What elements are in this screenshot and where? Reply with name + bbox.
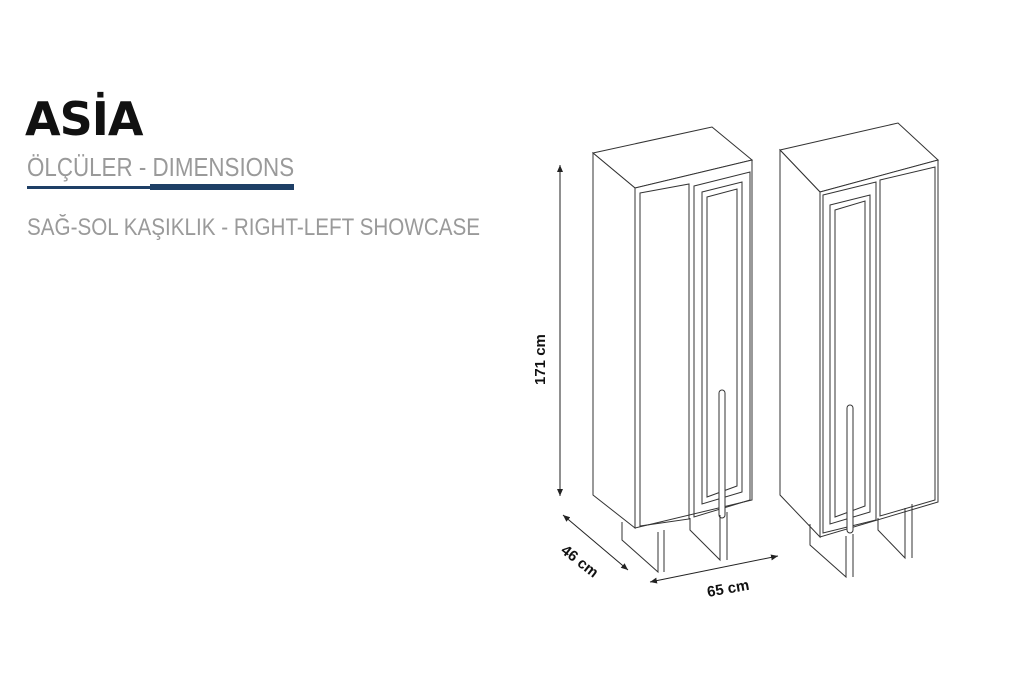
underline-thin [27,186,152,189]
right-cabinet [779,122,940,579]
dimensions-subtitle: ÖLÇÜLER - DIMENSIONS [27,152,295,182]
product-name: ASİA [25,92,143,146]
dimension-lines [557,165,779,584]
width-label: 65 cm [706,577,751,601]
underline-thick [150,184,294,190]
left-cabinet-handle [718,389,726,519]
left-cabinet [591,126,754,574]
depth-label: 46 cm [558,542,602,582]
width-dimension-line [649,554,779,584]
height-label: 171 cm [532,334,549,385]
depth-dimension-line [562,514,629,571]
product-description: SAĞ-SOL KAŞIKLIK - RIGHT-LEFT SHOWCASE [27,214,481,241]
right-cabinet-handle [846,404,854,534]
